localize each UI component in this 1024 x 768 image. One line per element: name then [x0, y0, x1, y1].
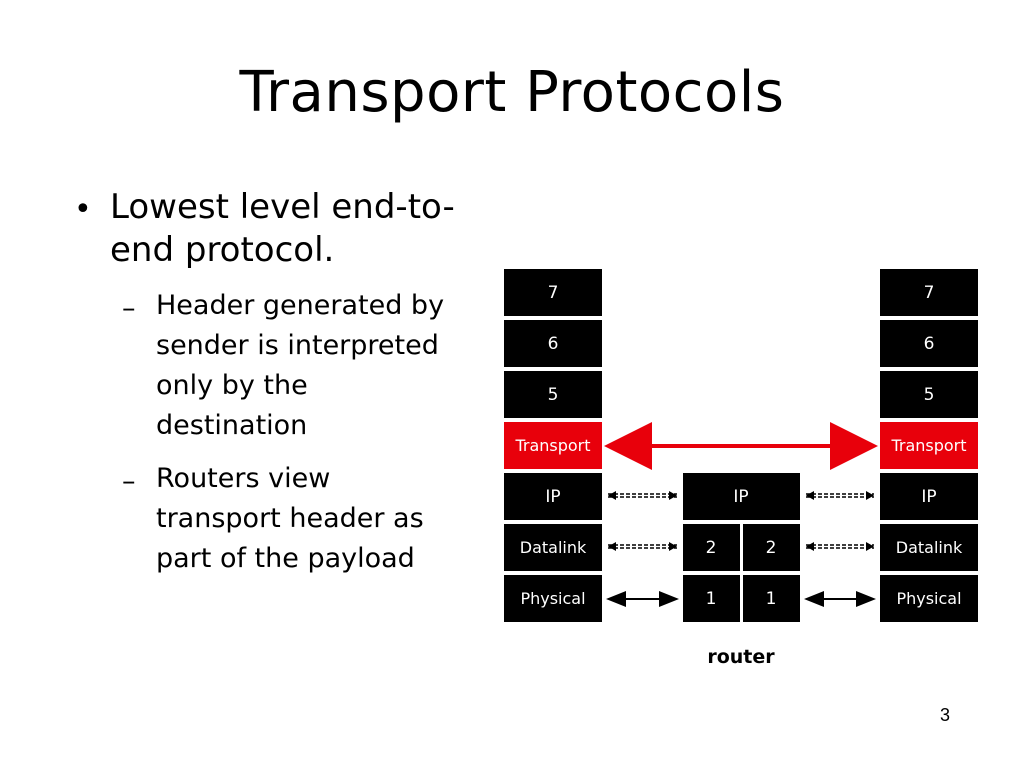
left-layer-transport-label: Transport	[514, 436, 590, 455]
slide-number: 3	[940, 705, 951, 725]
datalink-link-arrows	[608, 542, 874, 551]
left-layer-transport	[504, 422, 602, 469]
left-layer-physical	[504, 575, 602, 622]
right-layer-6	[880, 320, 978, 367]
datalink-arrow-right-head-b	[866, 542, 874, 551]
router-layer-physical-left	[683, 575, 740, 622]
router-layer-ip	[683, 473, 800, 520]
right-layer-physical-label: Physical	[896, 589, 961, 608]
datalink-arrow-left-head-a	[608, 542, 616, 551]
right-layer-6-label: 6	[924, 334, 935, 354]
left-layer-ip-label: IP	[545, 487, 560, 507]
left-layer-5-label: 5	[548, 385, 559, 405]
left-layer-6-label: 6	[548, 334, 559, 354]
left-layer-6	[504, 320, 602, 367]
router-layer-physical-right	[743, 575, 800, 622]
right-layer-transport	[880, 422, 978, 469]
router-layer-datalink-left	[683, 524, 740, 571]
left-layer-datalink-label: Datalink	[520, 538, 587, 557]
left-stack: 7 6 5 Transport IP Datalink Physical	[504, 269, 602, 622]
router-layer-physical-left-label: 1	[706, 589, 717, 609]
ip-arrow-left-head-b	[669, 491, 677, 500]
left-layer-physical-label: Physical	[520, 589, 585, 608]
right-layer-7-label: 7	[924, 283, 935, 303]
datalink-arrow-right-head-a	[806, 542, 814, 551]
slide-title: Transport Protocols	[239, 60, 785, 125]
left-layer-5	[504, 371, 602, 418]
right-stack: 7 6 5 Transport IP Datalink Physical	[880, 269, 978, 622]
left-layer-7	[504, 269, 602, 316]
sub-bullet-marker: –	[122, 293, 136, 324]
right-layer-7	[880, 269, 978, 316]
right-layer-ip	[880, 473, 978, 520]
right-layer-datalink	[880, 524, 978, 571]
ip-arrow-left-head-a	[608, 491, 616, 500]
bullet-marker: •	[74, 192, 92, 227]
bullet-text: Lowest level end-to-end protocol.	[110, 187, 455, 270]
left-layer-7-label: 7	[548, 283, 559, 303]
router-label: router	[707, 646, 775, 668]
left-layer-ip	[504, 473, 602, 520]
router-layer-ip-label: IP	[733, 487, 748, 507]
right-layer-physical	[880, 575, 978, 622]
router-layer-datalink-left-label: 2	[706, 538, 717, 558]
right-layer-ip-label: IP	[921, 487, 936, 507]
router-layer-datalink-right-label: 2	[766, 538, 777, 558]
ip-arrow-right-head-b	[866, 491, 874, 500]
right-layer-5-label: 5	[924, 385, 935, 405]
ip-arrow-right-head-a	[806, 491, 814, 500]
left-layer-datalink	[504, 524, 602, 571]
datalink-arrow-left-head-b	[669, 542, 677, 551]
right-layer-transport-label: Transport	[890, 436, 966, 455]
router-stack: IP 2 2 1 1 router	[683, 473, 800, 668]
right-layer-datalink-label: Datalink	[896, 538, 963, 557]
sub-bullet-1: Header generated by sender is interprete…	[156, 290, 445, 441]
right-layer-5	[880, 371, 978, 418]
ip-link-arrows	[608, 491, 874, 500]
sub-bullet-marker: –	[122, 466, 136, 497]
router-layer-datalink-right	[743, 524, 800, 571]
sub-bullet-2: Routers view transport header as part of…	[156, 463, 424, 574]
router-layer-physical-right-label: 1	[766, 589, 777, 609]
